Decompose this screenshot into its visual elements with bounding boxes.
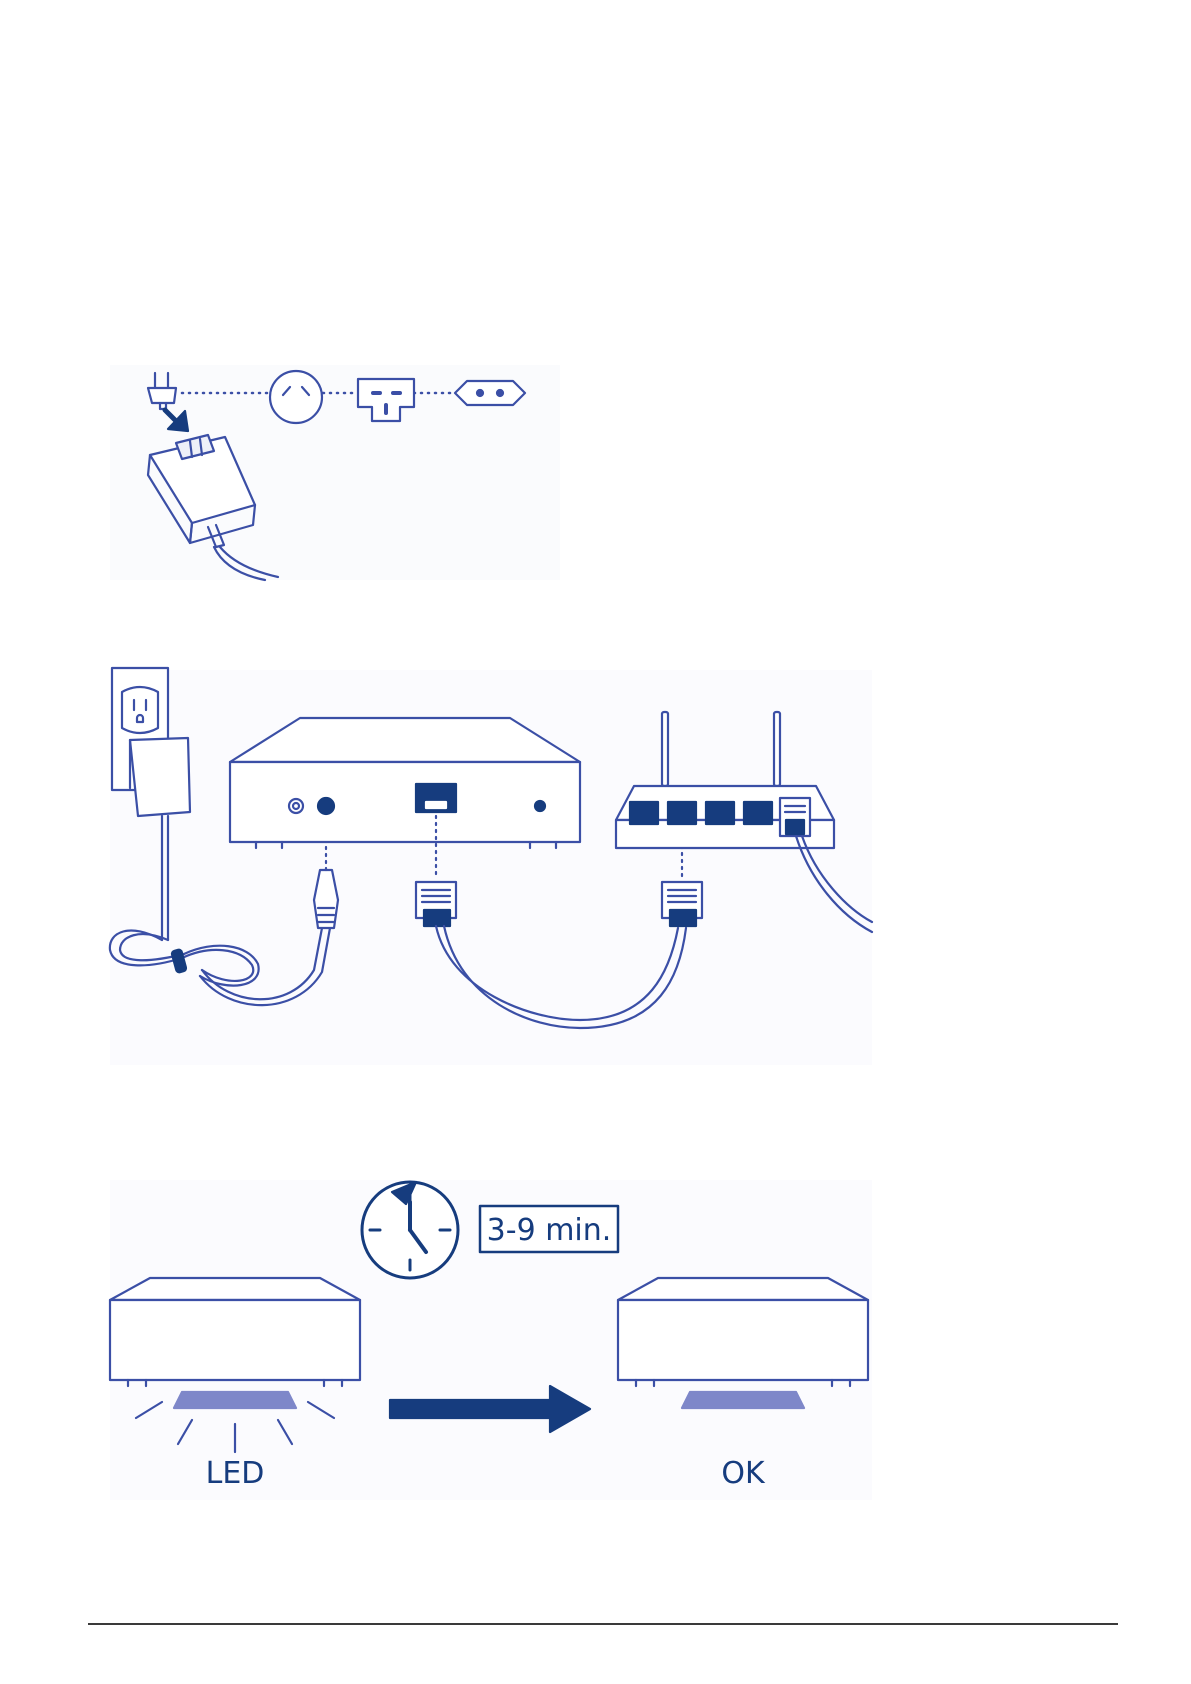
ethernet-plug-icon: [662, 882, 702, 926]
router-icon: [616, 712, 872, 932]
power-cord: [110, 816, 330, 1005]
ok-label: OK: [721, 1456, 766, 1491]
wall-outlet-icon: [112, 668, 190, 816]
duration-badge: 3-9 min.: [480, 1206, 618, 1252]
clock-icon: [362, 1182, 458, 1278]
ethernet-cable: [416, 818, 702, 1028]
footer-divider: [88, 1623, 1118, 1625]
eu-plug-icon: [455, 381, 525, 405]
connection-illustration: [110, 670, 872, 1065]
nas-device-icon: [230, 718, 580, 876]
nas-device-led-icon: [110, 1278, 360, 1452]
power-adapter-icon: [148, 435, 278, 580]
ethernet-plug-icon: [416, 882, 456, 926]
arrow-down-icon: [165, 410, 188, 431]
au-plug-icon: [270, 371, 322, 423]
adapter-plugs-illustration: [110, 365, 560, 580]
arrow-right-icon: [390, 1386, 590, 1432]
uk-plug-icon: [358, 379, 414, 421]
duration-label: 3-9 min.: [487, 1213, 612, 1248]
led-status-illustration: 3-9 min. LED: [110, 1180, 872, 1500]
led-label: LED: [206, 1456, 265, 1491]
plug-adapter-icon: [148, 373, 176, 409]
nas-device-ok-icon: [618, 1278, 868, 1408]
